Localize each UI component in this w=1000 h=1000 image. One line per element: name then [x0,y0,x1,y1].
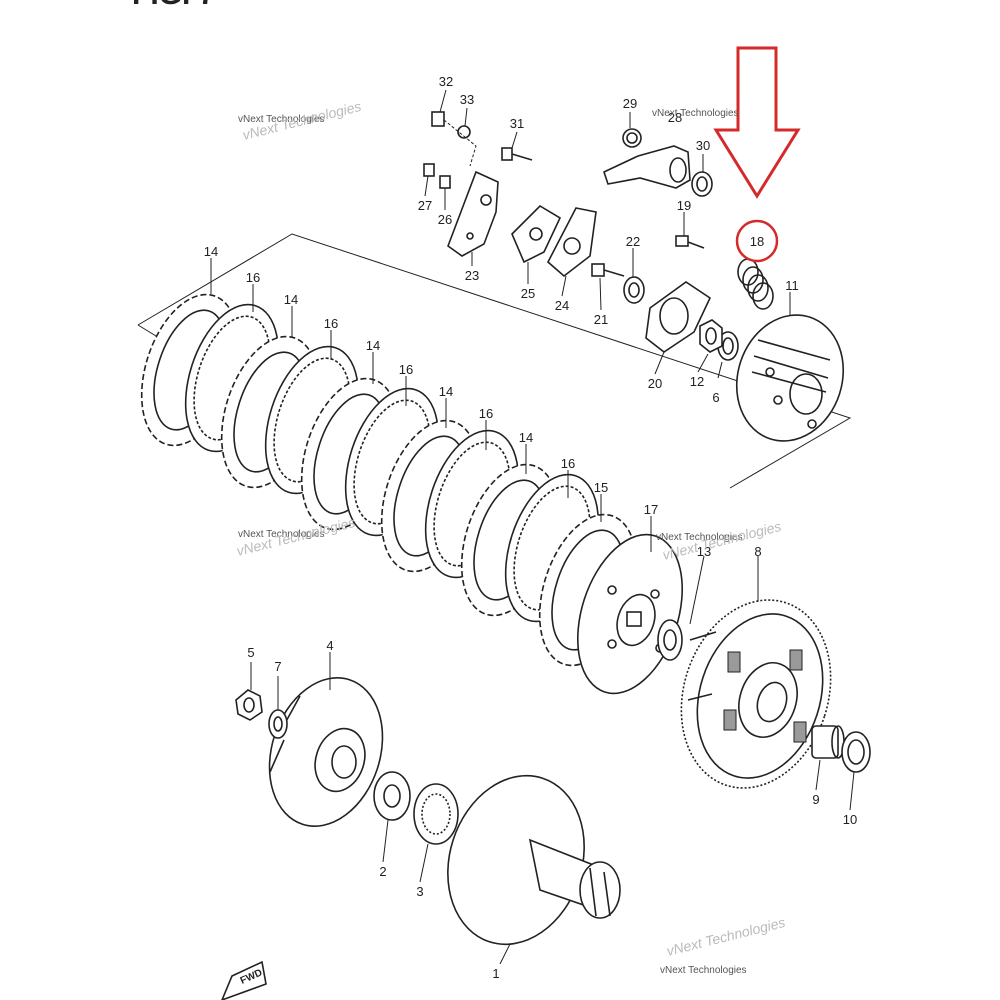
part-label: 13 [697,544,711,559]
part-label: 5 [247,645,254,660]
release-cam-drive [547,207,597,278]
part-label: 14 [439,384,453,399]
oil-seal-upper [622,128,642,148]
needle-bearing [413,783,459,845]
highlight-arrow-down-icon [713,46,801,199]
part-label: 15 [594,480,608,495]
screw [675,235,705,249]
part-label: 29 [623,96,637,111]
highlight-circle [735,219,779,263]
part-label: 12 [690,374,704,389]
thrust-washer [841,731,871,773]
part-label: 21 [594,312,608,327]
part-label: 26 [438,212,452,227]
part-label: 22 [626,234,640,249]
release-bearing [623,276,645,304]
washer [657,619,683,661]
clutch-lifter-plate [645,281,712,353]
part-label: 17 [644,502,658,517]
part-label: 3 [416,884,423,899]
clutch-spring [737,258,774,310]
part-label: 25 [521,286,535,301]
part-label: 33 [460,92,474,107]
part-label: 1 [492,966,499,981]
watermark-text: vNext Technologies [238,529,325,540]
release-cam-plate [447,170,499,257]
part-label: 7 [274,659,281,674]
cap-nut [431,111,445,127]
clutch-plate-stack [140,293,638,667]
oil-seal-lower [691,171,713,197]
part-label: 20 [648,376,662,391]
watermark-text: vNext Technologies [656,532,743,543]
part-label-highlighted: 18 [750,234,764,249]
part-label: 28 [668,110,682,125]
part-label: 32 [439,74,453,89]
part-label: 6 [712,390,719,405]
part-label: 11 [785,278,799,293]
clutch-drum [447,774,621,946]
hub-nut [699,319,723,353]
part-labels: 1 2 3 4 5 6 7 8 9 10 11 12 13 14 14 14 1… [204,74,857,981]
part-label: 9 [812,792,819,807]
part-label: 31 [510,116,524,131]
part-label: 16 [324,316,338,331]
figure-title: FIG. 7 [132,0,215,11]
watermark-text: vNext Technologies [652,108,739,119]
part-label: 14 [204,244,218,259]
clutch-housing-gear [680,599,832,789]
part-label: 8 [754,544,761,559]
watermark-text-faded: vNext Technologies [665,914,787,959]
part-label: 4 [326,638,333,653]
part-label: 16 [479,406,493,421]
part-label: 19 [677,198,691,213]
part-label: 14 [519,430,533,445]
part-label: 2 [379,864,386,879]
washer-small [457,125,471,139]
watermark-text: vNext Technologies [660,965,747,976]
release-arm [603,145,691,189]
assembly-boundary [137,233,852,489]
part-label: 14 [366,338,380,353]
bushing [373,771,411,821]
stud-bolt [439,175,451,189]
lifter-bolt [591,263,625,277]
release-cam-driven [511,204,562,264]
part-label: 16 [246,270,260,285]
bolt [501,147,533,161]
centrifugal-clutch-shoe [268,677,384,827]
part-label: 16 [561,456,575,471]
part-label: 10 [843,812,857,827]
part-label: 14 [284,292,298,307]
leader-lines [210,89,855,965]
part-label: 23 [465,268,479,283]
part-label: 24 [555,298,569,313]
shoe-washer [268,709,288,739]
spacer [811,725,845,759]
part-label: 16 [399,362,413,377]
clutch-sleeve-hub [735,314,845,442]
forward-direction-badge: FWD [221,960,267,1000]
hex-nut-small [423,163,435,177]
part-label: 30 [696,138,710,153]
shoe-nut [235,689,263,721]
watermark-text: vNext Technologies [238,114,325,125]
part-label: 27 [418,198,432,213]
